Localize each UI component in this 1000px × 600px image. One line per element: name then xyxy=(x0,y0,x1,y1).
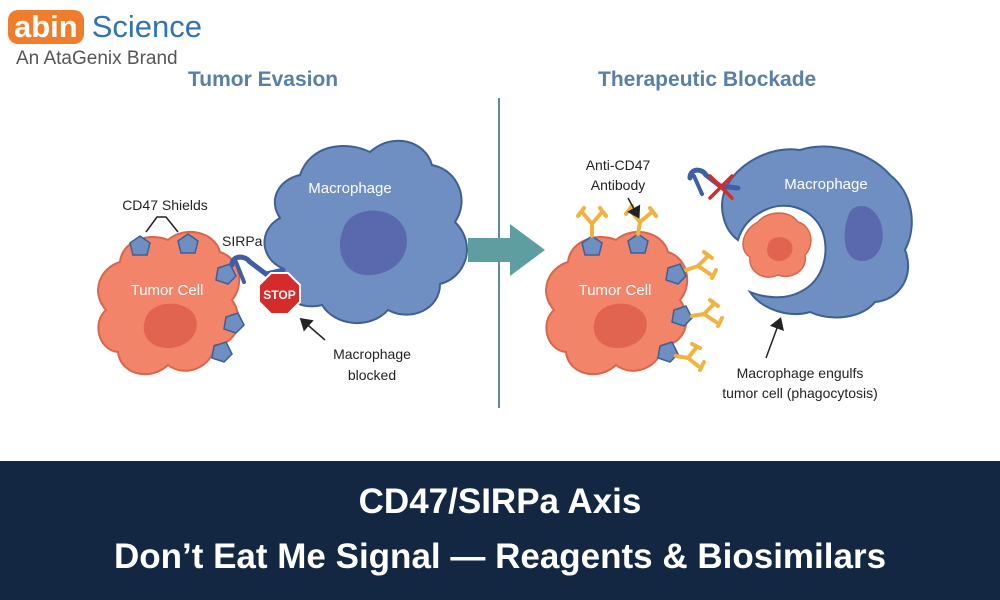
right-macrophage xyxy=(721,145,913,319)
banner-title-line1: CD47/SIRPa Axis xyxy=(358,482,642,521)
cd47-shield xyxy=(223,312,245,334)
left-macrophage-nucleus xyxy=(339,210,407,276)
right-panel-title: Therapeutic Blockade xyxy=(598,68,817,91)
brand-tagline: An AtaGenix Brand xyxy=(16,48,178,69)
cd47-shield xyxy=(215,263,237,285)
banner-title-line2: Don’t Eat Me Signal — Reagents & Biosimi… xyxy=(113,537,887,576)
brand-logo: abin Science An AtaGenix Brand xyxy=(8,8,238,76)
sirpa-receptor xyxy=(229,254,286,277)
right-tumor-nucleus xyxy=(593,303,647,348)
brand-wordmark: abin Science xyxy=(8,10,202,44)
blocked-label-line1: Macrophage xyxy=(333,346,411,362)
title-banner xyxy=(0,461,1000,600)
right-macrophage-nucleus xyxy=(844,205,883,261)
antibody-label-line1: Anti-CD47 xyxy=(586,157,651,173)
blocked-arrow xyxy=(299,318,326,341)
left-macrophage-label: Macrophage xyxy=(308,180,391,197)
stop-sign: STOP xyxy=(258,272,301,315)
cd47-shield-group xyxy=(129,233,245,363)
right-macrophage-label: Macrophage xyxy=(784,176,867,193)
blocked-label-line2: blocked xyxy=(348,367,396,383)
block-x-icon xyxy=(708,174,734,200)
antibody-label-line2: Antibody xyxy=(591,177,645,193)
engulf-label-line1: Macrophage engulfs xyxy=(737,365,864,381)
left-tumor-nucleus xyxy=(143,303,197,348)
cd47-label: CD47 Shields xyxy=(122,197,208,213)
stop-label: STOP xyxy=(263,288,295,302)
cd47-pointer xyxy=(145,216,179,233)
blocked-sirpa xyxy=(687,167,741,191)
right-tumor-label: Tumor Cell xyxy=(579,282,652,299)
left-panel-title: Tumor Evasion xyxy=(188,68,339,91)
engulf-label-line2: tumor cell (phagocytosis) xyxy=(722,385,878,401)
cd47-shield xyxy=(177,233,199,254)
blocked-sirpa-arm xyxy=(692,174,704,196)
sirpa-arm xyxy=(234,260,246,284)
brand-science: Science xyxy=(91,9,203,44)
brand-abin: abin xyxy=(8,10,84,44)
cd47-diagram: Macrophage Tumor Cell CD47 Shields SIRPa… xyxy=(97,98,913,408)
sirpa-label: SIRPa xyxy=(222,233,263,249)
engulf-arrow xyxy=(765,317,784,359)
cd47-shield xyxy=(129,235,151,256)
engulfed-tumor-nucleus xyxy=(767,237,793,262)
antibody-pointer xyxy=(627,197,641,219)
cd47-antibody-group xyxy=(576,204,724,372)
cd47-shield xyxy=(211,341,233,363)
left-tumor-label: Tumor Cell xyxy=(131,282,204,299)
cd47-shield xyxy=(581,233,693,363)
transition-arrow xyxy=(468,224,545,276)
